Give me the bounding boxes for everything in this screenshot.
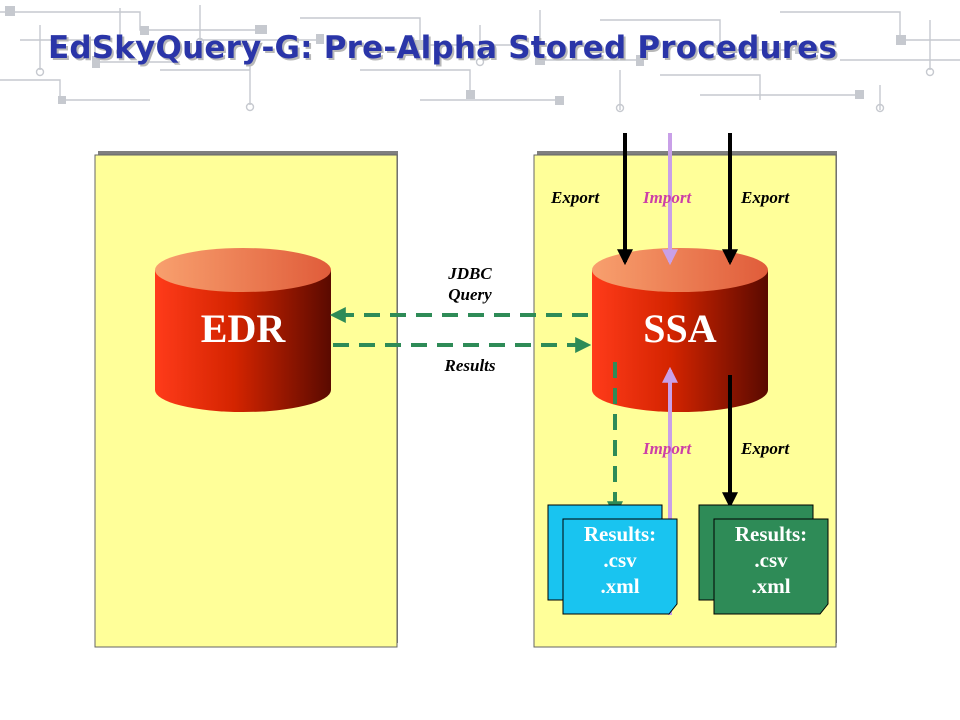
- results-file-left-xml: .xml: [600, 574, 640, 598]
- export-label-top-right: Export: [741, 188, 790, 207]
- circuit-board-banner: [0, 0, 960, 115]
- import-label-bottom: Import: [643, 439, 692, 458]
- results-file-left-text: Results: .csv .xml: [563, 521, 677, 599]
- ssa-label: SSA: [643, 306, 717, 351]
- results-file-right-csv: .csv: [754, 548, 788, 572]
- jdbc-query-label: JDBC Query: [430, 263, 510, 305]
- results-file-csv-xml-left: [547, 504, 678, 615]
- jdbc-label-line: JDBC: [448, 264, 492, 283]
- query-label-line: Query: [448, 285, 492, 304]
- export-label-top-left: Export: [551, 188, 600, 207]
- import-label-top: Import: [643, 188, 692, 207]
- results-file-csv-xml-right: [698, 504, 829, 615]
- export-label-bottom: Export: [741, 439, 790, 458]
- results-file-right-title: Results:: [734, 522, 808, 546]
- results-file-right-text: Results: .csv .xml: [714, 521, 828, 599]
- edr-database-cylinder: [155, 248, 331, 412]
- results-label: Results: [444, 356, 496, 375]
- results-file-left-csv: .csv: [603, 548, 637, 572]
- results-file-left-title: Results:: [583, 522, 657, 546]
- edr-label: EDR: [200, 306, 286, 351]
- page-title: EdSkyQuery-G: Pre-Alpha Stored Procedure…: [48, 30, 838, 66]
- results-file-right-xml: .xml: [751, 574, 791, 598]
